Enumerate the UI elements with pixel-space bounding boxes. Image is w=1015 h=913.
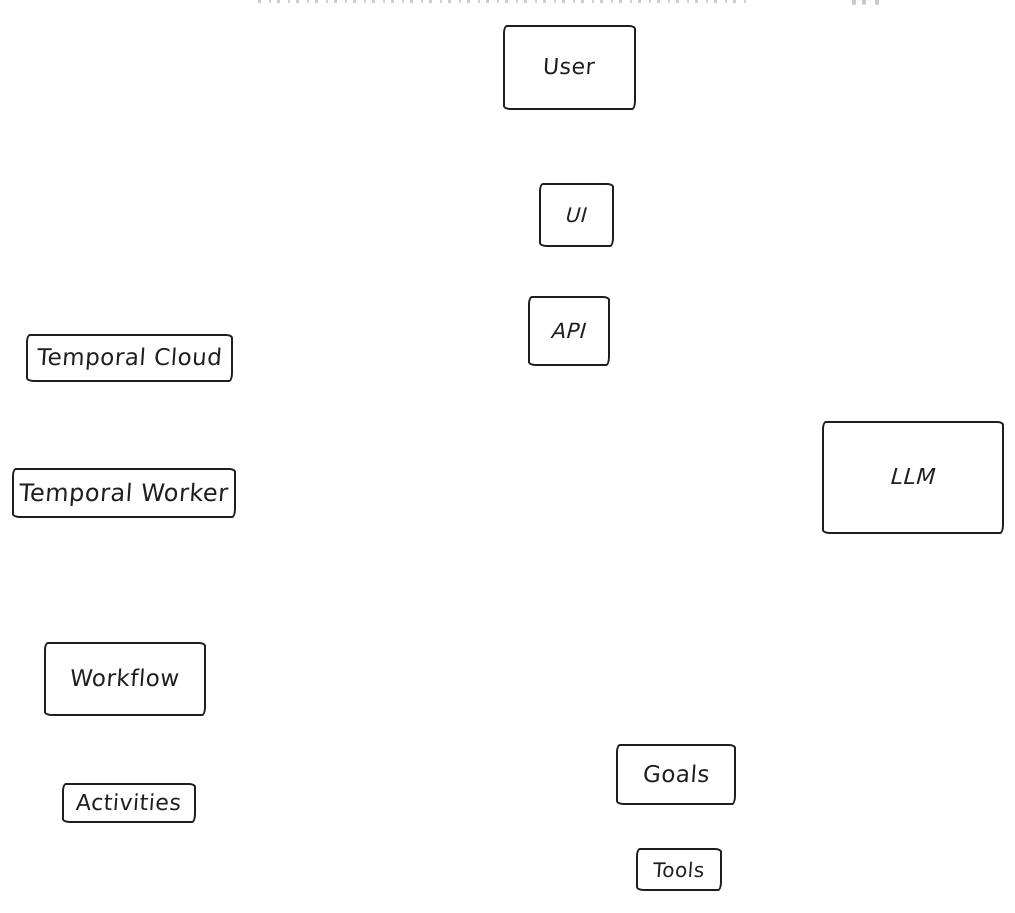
node-workflow[interactable]: Workflow	[44, 642, 206, 716]
node-llm-label: LLM	[889, 465, 937, 490]
text-descender-mark	[862, 0, 866, 5]
node-ui-label: UI	[564, 203, 589, 227]
node-tools[interactable]: Tools	[636, 848, 722, 891]
node-workflow-label: Workflow	[69, 666, 181, 692]
cropped-text-remnant	[258, 0, 879, 5]
node-temporal-worker[interactable]: Temporal Worker	[12, 468, 236, 518]
node-activities-label: Activities	[75, 790, 183, 816]
node-temporal-worker-label: Temporal Worker	[18, 479, 230, 507]
node-ui[interactable]: UI	[539, 183, 614, 247]
text-descender-mark	[852, 0, 856, 5]
node-llm[interactable]: LLM	[822, 421, 1004, 534]
node-api-label: API	[550, 319, 588, 343]
node-tools-label: Tools	[652, 857, 706, 882]
node-activities[interactable]: Activities	[62, 783, 196, 823]
node-temporal-cloud[interactable]: Temporal Cloud	[26, 334, 233, 382]
node-api[interactable]: API	[528, 296, 610, 366]
node-goals[interactable]: Goals	[616, 744, 736, 805]
node-goals-label: Goals	[641, 761, 711, 788]
text-descender-mark	[875, 0, 879, 5]
node-user[interactable]: User	[503, 25, 636, 110]
node-user-label: User	[542, 55, 597, 80]
node-temporal-cloud-label: Temporal Cloud	[35, 345, 224, 371]
